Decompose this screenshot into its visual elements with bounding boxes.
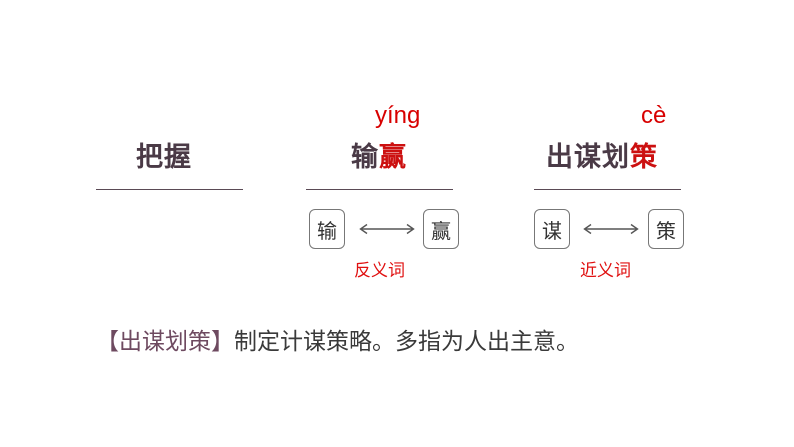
underline-2 <box>306 189 453 190</box>
word-bawo: 把握 <box>136 142 192 173</box>
underline-3 <box>534 189 681 190</box>
definition-line: 【出谋划策】制定计谋策略。多指为人出主意。 <box>96 327 579 357</box>
underline-1 <box>96 189 243 190</box>
word-shuying: 输赢 <box>351 141 407 175</box>
char-box-ce: 策 <box>648 209 684 249</box>
char-box-ying: 赢 <box>423 209 459 249</box>
double-arrow-icon <box>359 223 415 235</box>
definition-text: 制定计谋策略。多指为人出主意。 <box>234 329 579 355</box>
word-shuying-highlight: 赢 <box>379 142 407 173</box>
word-chumouhuace: 出谋划策 <box>546 141 658 175</box>
relation-label-synonym: 近义词 <box>580 261 631 281</box>
pinyin-ce: cè <box>641 102 667 129</box>
word-chumouhuace-highlight: 策 <box>630 142 658 173</box>
word-shuying-plain: 输 <box>351 142 379 173</box>
word-chumouhuace-plain: 出谋划 <box>546 142 630 173</box>
pinyin-ying: yíng <box>375 102 421 129</box>
double-arrow-icon <box>583 223 639 235</box>
definition-term: 【出谋划策】 <box>96 329 234 355</box>
char-box-shu: 输 <box>309 209 345 249</box>
relation-label-antonym: 反义词 <box>354 261 405 281</box>
char-box-mou: 谋 <box>534 209 570 249</box>
